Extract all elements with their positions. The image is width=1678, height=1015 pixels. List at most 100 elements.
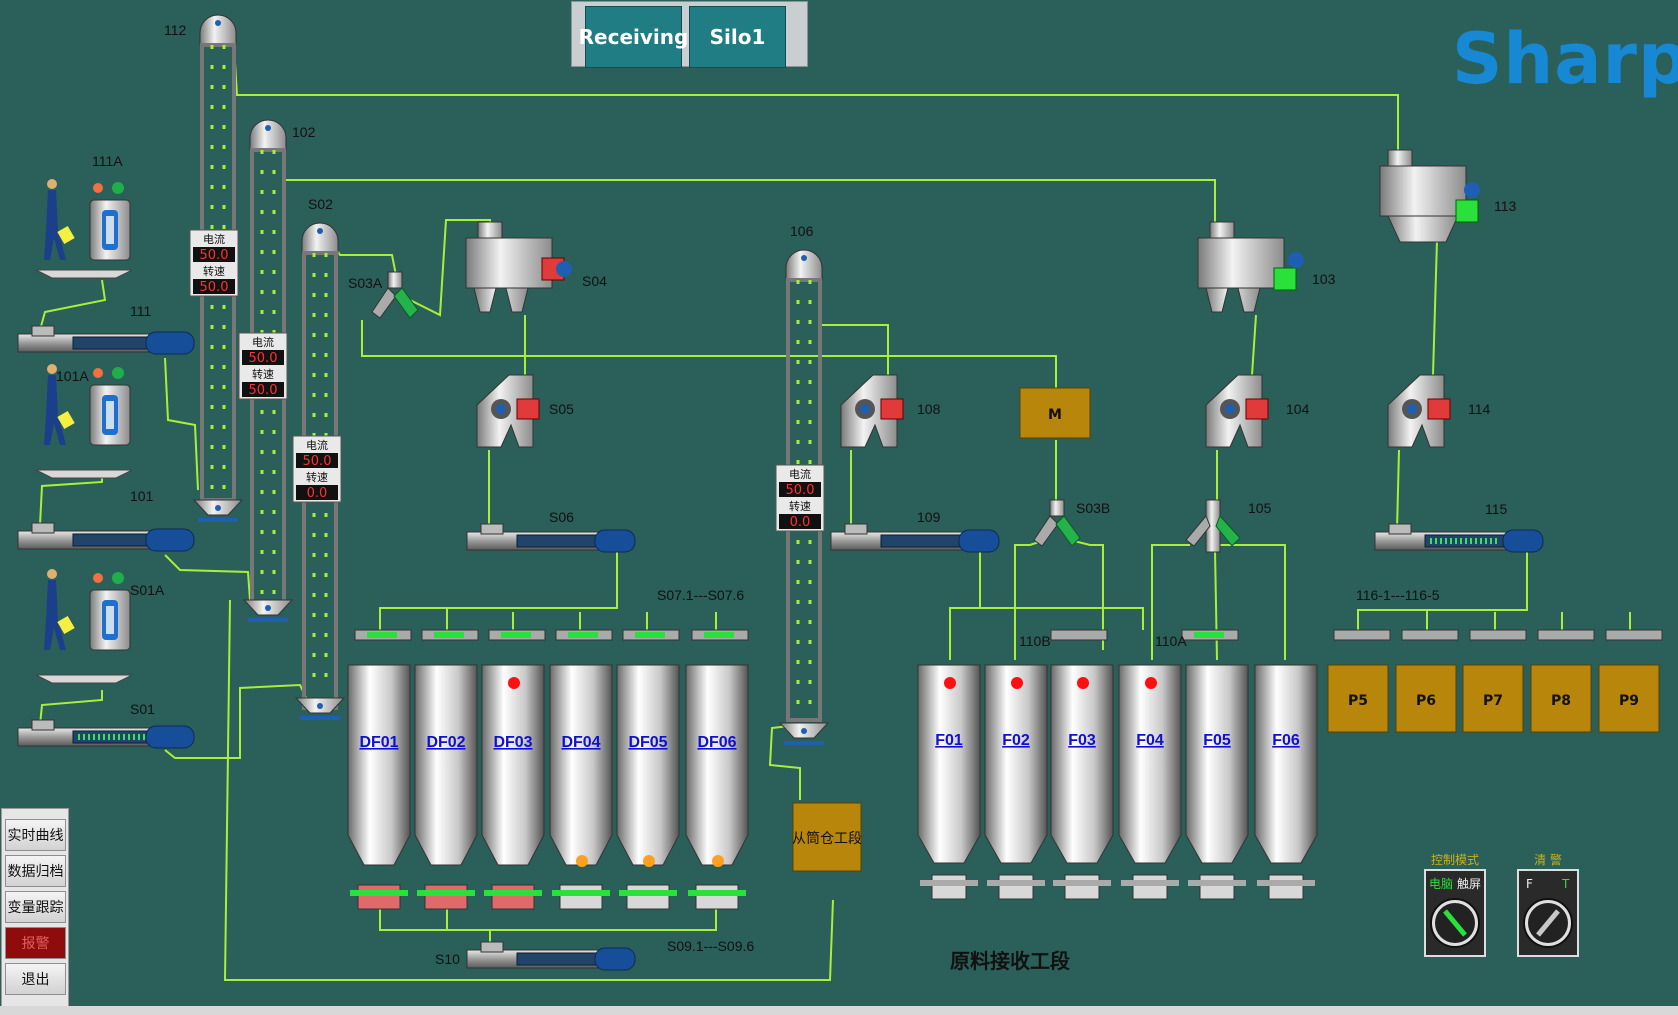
cleaner-label: S04	[582, 273, 607, 289]
worker-icon	[44, 375, 66, 445]
conveyor-109[interactable]: 109	[830, 509, 1000, 553]
df-silo[interactable]: DF05	[616, 664, 680, 910]
alarm-clear-switch[interactable]: 清 警 F T	[1517, 852, 1579, 957]
conveyor-S01[interactable]: S01	[17, 701, 195, 749]
silo-body	[481, 664, 545, 866]
magnet-S05[interactable]: S05	[476, 374, 574, 448]
mixer[interactable]: M	[1019, 387, 1091, 439]
feeder-shaft	[1121, 880, 1179, 886]
distributor-S03B[interactable]: S03B	[1033, 499, 1110, 547]
elevator-label: S02	[308, 196, 333, 212]
conveyor-S10[interactable]: S10	[435, 941, 636, 971]
intake-station-111A[interactable]: 111A	[35, 153, 133, 279]
silo-label[interactable]: F02	[1002, 732, 1030, 749]
silo-label[interactable]: DF06	[697, 734, 736, 751]
tab-receiving[interactable]: Receiving	[579, 6, 688, 68]
slide-gate[interactable]	[1333, 629, 1391, 641]
tab-silo1[interactable]: Silo1	[689, 6, 786, 68]
conveyor-101[interactable]: 101	[17, 488, 195, 552]
silo-label[interactable]: F04	[1136, 732, 1164, 749]
distributor-label: 105	[1248, 500, 1272, 516]
slide-gate[interactable]	[555, 629, 613, 641]
low-level-icon	[643, 855, 655, 867]
slide-gate[interactable]	[1401, 629, 1459, 641]
cleaners: S04 103 113	[465, 149, 1517, 313]
menu-variable-trace-button[interactable]: 变量跟踪	[5, 891, 66, 923]
silo-label[interactable]: DF03	[493, 734, 532, 751]
slide-gate[interactable]	[1537, 629, 1595, 641]
slide-gate[interactable]	[1469, 629, 1527, 641]
menu-exit-button[interactable]: 退出	[5, 963, 66, 995]
meter-112: 电流 50.0 转速 50.0	[189, 229, 239, 297]
df-silo[interactable]: DF04	[549, 664, 613, 910]
df-silo[interactable]: DF01	[347, 664, 411, 910]
side-menu: 实时曲线 数据归档 变量跟踪 报警 退出	[1, 808, 69, 1008]
menu-data-archive-button[interactable]: 数据归档	[5, 855, 66, 887]
f-silo[interactable]: F06	[1254, 664, 1318, 900]
magnet-108[interactable]: 108	[840, 374, 941, 448]
df-silo[interactable]: DF03	[481, 664, 545, 910]
cleaner-113[interactable]: 113	[1379, 149, 1517, 243]
distributor-label: S03B	[1076, 500, 1110, 516]
p-bin[interactable]: P5	[1327, 664, 1389, 733]
slide-gate[interactable]	[622, 629, 680, 641]
silo-label[interactable]: F06	[1272, 732, 1300, 749]
distributor-105[interactable]: 105	[1185, 499, 1272, 553]
slide-gate[interactable]	[421, 629, 479, 641]
df-silo[interactable]: DF06	[685, 664, 749, 910]
silo-label[interactable]: F03	[1068, 732, 1096, 749]
silo-label[interactable]: DF05	[628, 734, 667, 751]
elevator-label: 106	[790, 223, 814, 239]
silo-label[interactable]: F01	[935, 732, 963, 749]
feeder-shaft	[417, 890, 475, 896]
f-silo[interactable]: F01	[917, 664, 981, 900]
f-silo[interactable]: F02	[984, 664, 1048, 900]
magnet-114[interactable]: 114	[1387, 374, 1491, 448]
feeder-shaft	[688, 890, 746, 896]
distributor-S03A[interactable]: S03A	[348, 271, 419, 319]
silo-label[interactable]: DF02	[426, 734, 465, 751]
conveyor-S06[interactable]: S06	[466, 509, 636, 553]
meter-current-label: 电流	[252, 335, 274, 349]
slide-gate[interactable]	[1181, 629, 1239, 641]
meter-S02: 电流 50.0 转速 0.0	[292, 435, 342, 503]
silo-label[interactable]: F05	[1203, 732, 1231, 749]
slide-gate[interactable]	[1605, 629, 1663, 641]
magnet-104[interactable]: 104	[1205, 374, 1310, 448]
alarm-clear-right: T	[1561, 877, 1570, 891]
f-silo[interactable]: F04	[1118, 664, 1182, 900]
meter-speed-label: 转速	[789, 499, 811, 513]
control-mode-switch[interactable]: 控制模式 电脑 触屏	[1424, 853, 1486, 957]
silo-label[interactable]: DF01	[359, 734, 398, 751]
menu-realtime-curve-button[interactable]: 实时曲线	[5, 819, 66, 851]
f-silo[interactable]: F03	[1050, 664, 1114, 900]
feeder	[931, 874, 967, 900]
silo-label[interactable]: DF04	[561, 734, 600, 751]
p-bin[interactable]: P9	[1598, 664, 1660, 733]
menu-alarm-button[interactable]: 报警	[5, 927, 66, 959]
intake-station-101A[interactable]: 101A	[35, 364, 133, 479]
p-bin[interactable]: P7	[1462, 664, 1524, 733]
df-silo[interactable]: DF02	[414, 664, 478, 910]
slide-gate[interactable]	[354, 629, 412, 641]
p-bin[interactable]: P8	[1530, 664, 1592, 733]
cleaner-S04[interactable]: S04	[465, 221, 607, 313]
fan-icon	[112, 572, 124, 584]
conveyor-111[interactable]: 111	[17, 303, 195, 355]
bin-label: P5	[1348, 693, 1368, 709]
feeder	[357, 884, 401, 910]
conveyor-115[interactable]: 115	[1374, 501, 1544, 553]
feeder-shaft	[350, 890, 408, 896]
from-section-box[interactable]: 从筒仓工段	[792, 802, 862, 872]
f-silo[interactable]: F05	[1185, 664, 1249, 900]
slide-gate[interactable]	[691, 629, 749, 641]
p-bin[interactable]: P6	[1395, 664, 1457, 733]
intake-station-S01A[interactable]: S01A	[35, 569, 165, 684]
slide-gate[interactable]	[1050, 629, 1108, 641]
meter-speed-label: 转速	[306, 470, 328, 484]
alarm-clear-title: 清 警	[1534, 852, 1562, 867]
cleaner-103[interactable]: 103	[1197, 221, 1336, 313]
slide-gate[interactable]	[488, 629, 546, 641]
silo-body	[414, 664, 478, 866]
